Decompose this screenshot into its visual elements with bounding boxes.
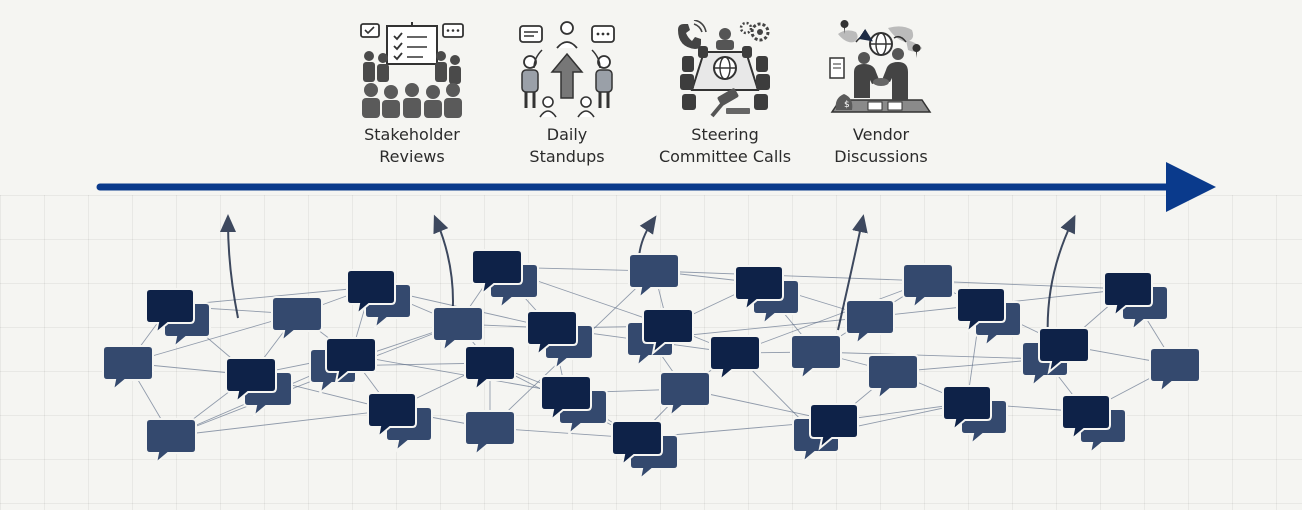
chat-bubble-icon (145, 288, 211, 350)
chat-bubble-icon (346, 269, 412, 331)
chat-bubble-front (432, 306, 484, 354)
chat-bubble-icon (325, 337, 377, 385)
network-connection-line (734, 280, 929, 354)
chat-bubble-icon (471, 249, 539, 311)
chat-bubble-front (325, 337, 377, 385)
chat-bubble-icon (611, 420, 679, 482)
chat-bubble-front (628, 253, 680, 301)
chat-bubble-icon (464, 345, 516, 393)
stage-label: Daily Standups (529, 125, 605, 166)
chat-bubble-icon (145, 418, 197, 466)
daily-standup-icon (519, 21, 615, 118)
chat-bubble-icon (628, 253, 680, 301)
chat-bubble-icon (225, 357, 293, 419)
steering-committee-icon (678, 20, 770, 118)
chat-bubble-front (346, 269, 396, 317)
chat-bubble-front (845, 299, 895, 347)
chat-bubble-front (1103, 271, 1153, 319)
network-connection-line (350, 354, 567, 394)
stage-daily-standups: Daily Standups (492, 20, 642, 168)
chat-bubble-front (642, 308, 694, 356)
chat-bubble-icon (526, 310, 594, 372)
chat-bubble-front (956, 287, 1006, 335)
chat-bubble-front (867, 354, 919, 402)
chat-bubble-icon (464, 410, 516, 458)
chat-bubble-front (464, 345, 516, 393)
chat-bubble-icon (367, 392, 433, 454)
chat-bubble-front (709, 335, 761, 383)
chat-bubble-icon (709, 335, 761, 383)
chat-bubble-front (145, 288, 195, 336)
chat-bubble-icon (642, 308, 694, 356)
stage-vendor-discussions: $ Vendor Discussions (806, 20, 956, 168)
chat-bubble-front (271, 296, 323, 344)
timeline-arrow (96, 162, 1216, 212)
chat-bubble-icon (1149, 347, 1201, 395)
stage-stakeholder-reviews: Stakeholder Reviews (337, 20, 487, 168)
chat-bubble-icon (1103, 271, 1169, 333)
chat-bubble-icon (734, 265, 800, 327)
chat-bubble-front (790, 334, 842, 382)
chat-bubble-front (809, 403, 859, 451)
chat-bubble-icon (845, 299, 895, 347)
upward-arrow (1046, 214, 1076, 341)
network-connection-line (815, 351, 1046, 360)
chat-bubble-icon (271, 296, 323, 344)
chat-bubble-front (526, 310, 578, 358)
network-connection-line (927, 280, 1129, 290)
network-connection-line (127, 313, 298, 364)
chat-bubble-icon (102, 345, 154, 393)
stage-label: Steering Committee Calls (658, 125, 792, 166)
network-connection-line (653, 270, 929, 282)
chat-bubble-front (734, 265, 784, 313)
stakeholder-meeting-icon (360, 22, 464, 118)
chat-bubble-front (659, 371, 711, 419)
chat-bubble-icon (956, 287, 1022, 349)
chat-bubble-icon (1038, 327, 1090, 375)
upward-arrow (837, 214, 868, 331)
chat-bubble-front (902, 263, 954, 311)
chat-bubbles (102, 249, 1201, 482)
svg-text:$: $ (844, 100, 850, 110)
chat-bubble-front (1149, 347, 1201, 395)
network-connection-line (170, 409, 393, 437)
chat-bubble-icon (540, 375, 608, 437)
stage-label: Vendor Discussions (834, 125, 928, 166)
chat-bubble-front (471, 249, 523, 297)
chat-bubble-front (464, 410, 516, 458)
chat-bubble-front (367, 392, 417, 440)
upward-arrow (220, 214, 239, 319)
chat-bubble-icon (1061, 394, 1127, 456)
chat-bubble-front (611, 420, 663, 468)
chat-bubble-front (1038, 327, 1090, 375)
chat-bubble-icon (809, 403, 859, 451)
chat-bubble-icon (659, 371, 711, 419)
stage-steering-committee-calls: Steering Committee Calls (650, 20, 800, 168)
chat-bubble-icon (902, 263, 954, 311)
stage-label: Stakeholder Reviews (364, 125, 460, 166)
chat-bubble-front (102, 345, 154, 393)
chat-bubble-front (225, 357, 277, 405)
chat-bubble-front (1061, 394, 1111, 442)
vendor-handshake-icon: $ (829, 20, 932, 113)
timeline-arrowhead (1166, 162, 1216, 212)
chat-bubble-icon (942, 385, 1008, 447)
chat-bubble-front (942, 385, 992, 433)
chat-bubble-icon (432, 306, 484, 354)
chat-bubble-icon (790, 334, 842, 382)
chat-bubble-icon (867, 354, 919, 402)
chat-bubble-front (145, 418, 197, 466)
chat-bubble-front (540, 375, 592, 423)
